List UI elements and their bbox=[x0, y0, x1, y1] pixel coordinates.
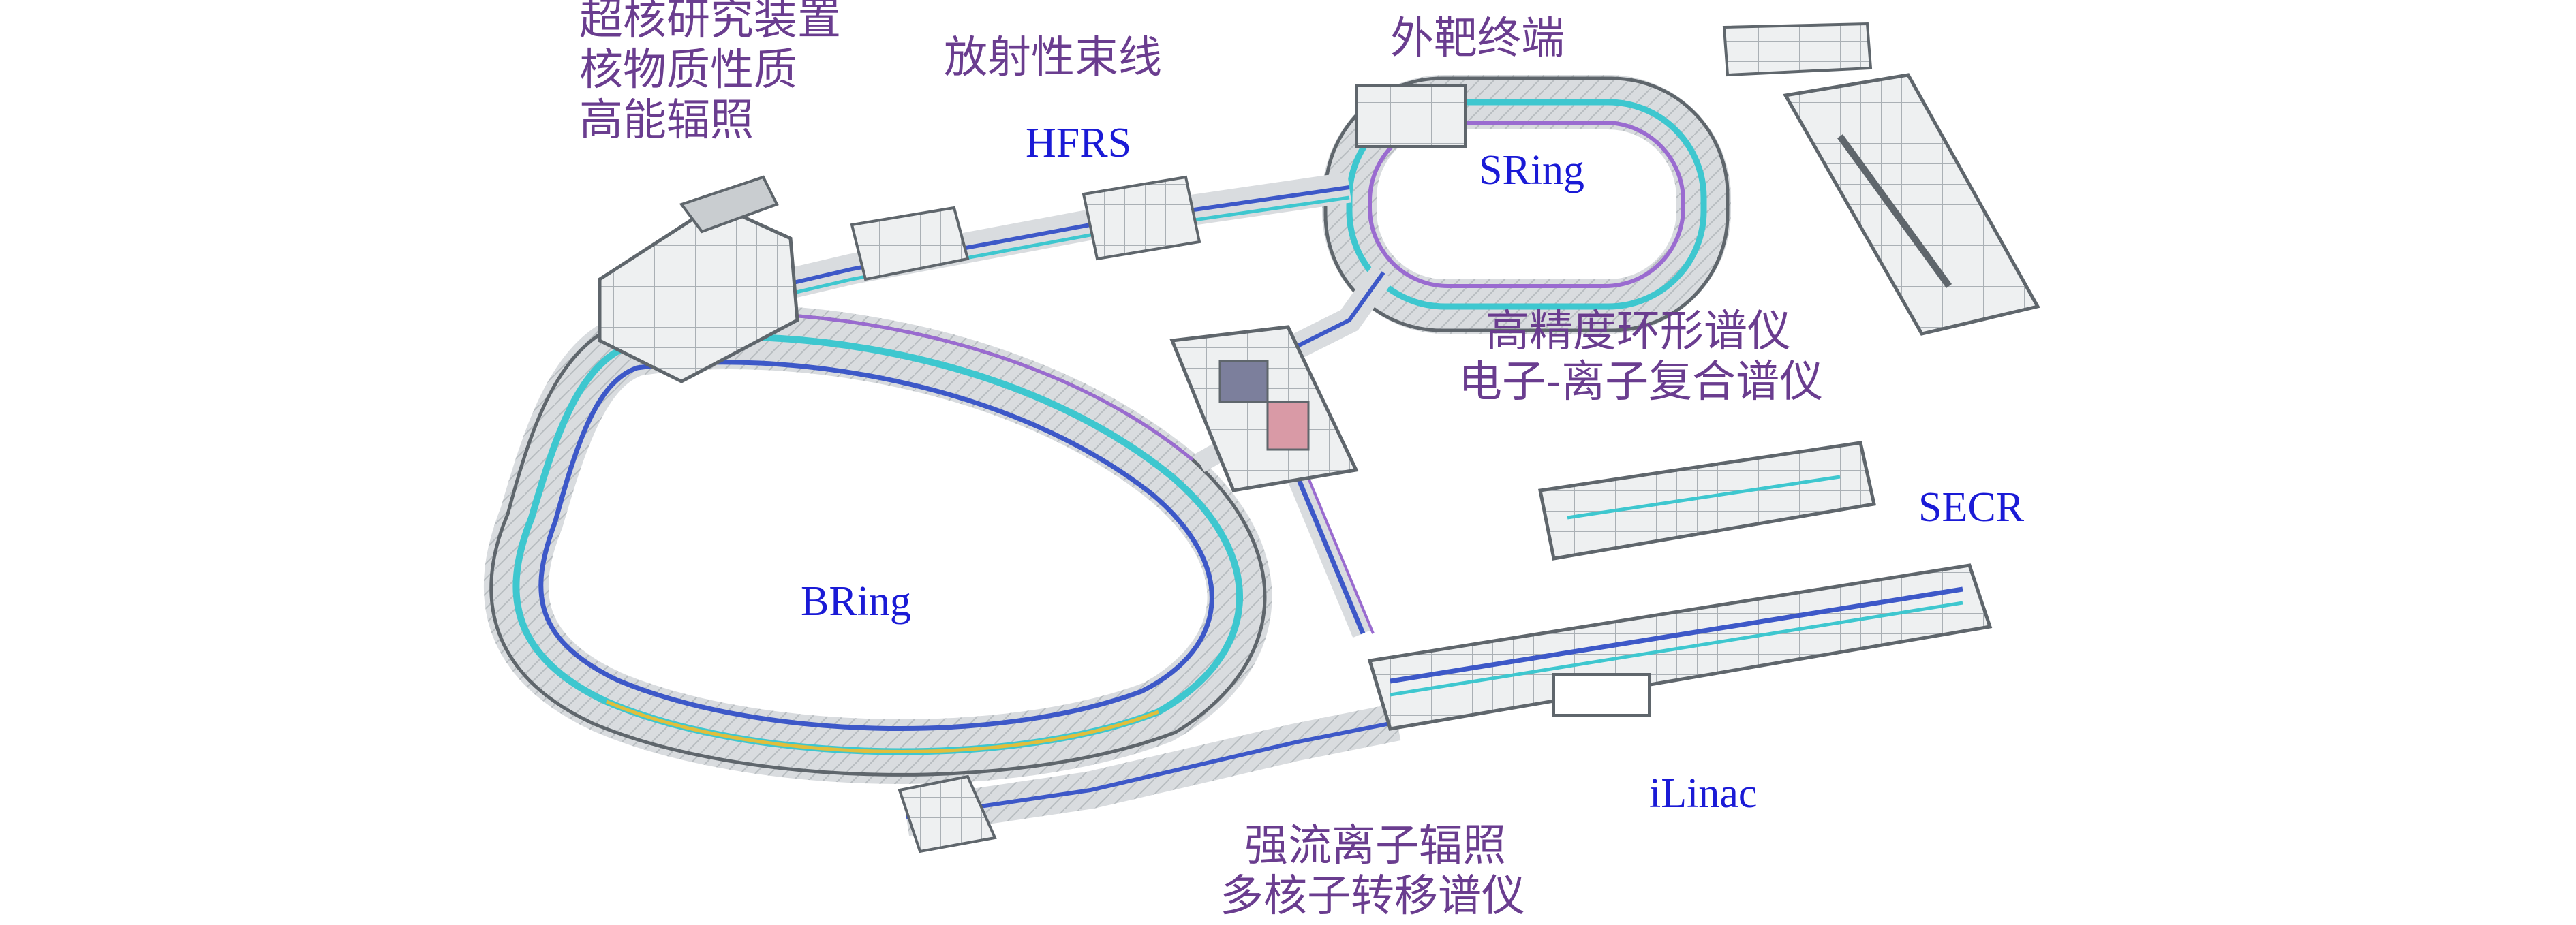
label-external-target: 外靶终端 bbox=[1390, 14, 1565, 64]
label-super-nuclear: 超核研究装置 核物质性质 高能辐照 bbox=[579, 0, 841, 146]
label-hfrs: HFRS bbox=[1026, 119, 1131, 168]
bring-ring bbox=[483, 304, 1272, 784]
label-radioactive-beamline-text: 放射性束线 bbox=[944, 33, 1162, 83]
label-hfrs-text: HFRS bbox=[1026, 120, 1132, 166]
label-spectrometers-line2: 电子-离子复合谱仪 bbox=[1458, 357, 1824, 408]
label-sring-text: SRing bbox=[1479, 147, 1585, 193]
label-irradiation-line2: 多核子转移谱仪 bbox=[1220, 871, 1525, 922]
label-external-target-text: 外靶终端 bbox=[1390, 14, 1565, 64]
label-bring: BRing bbox=[801, 578, 911, 627]
label-secr: SECR bbox=[1918, 484, 2024, 533]
label-super-nuclear-line3: 高能辐照 bbox=[579, 95, 754, 146]
label-bring-text: BRing bbox=[801, 578, 911, 625]
label-spectrometers: 高精度环形谱仪 电子-离子复合谱仪 bbox=[1458, 307, 1823, 407]
label-secr-text: SECR bbox=[1918, 484, 2025, 531]
label-ilinac-text: iLinac bbox=[1649, 770, 1758, 817]
sring-ring bbox=[1322, 75, 1731, 334]
label-super-nuclear-line2: 核物质性质 bbox=[579, 45, 797, 96]
label-radioactive-beamline: 放射性束线 bbox=[944, 33, 1162, 83]
label-sring: SRing bbox=[1479, 146, 1584, 195]
buildings bbox=[598, 22, 2040, 853]
label-ilinac: iLinac bbox=[1649, 770, 1757, 819]
label-super-nuclear-line1: 超核研究装置 bbox=[579, 0, 841, 45]
label-irradiation: 强流离子辐照 多核子转移谱仪 bbox=[1220, 821, 1525, 922]
label-irradiation-line1: 强流离子辐照 bbox=[1244, 821, 1506, 871]
label-spectrometers-line1: 高精度环形谱仪 bbox=[1486, 307, 1791, 357]
